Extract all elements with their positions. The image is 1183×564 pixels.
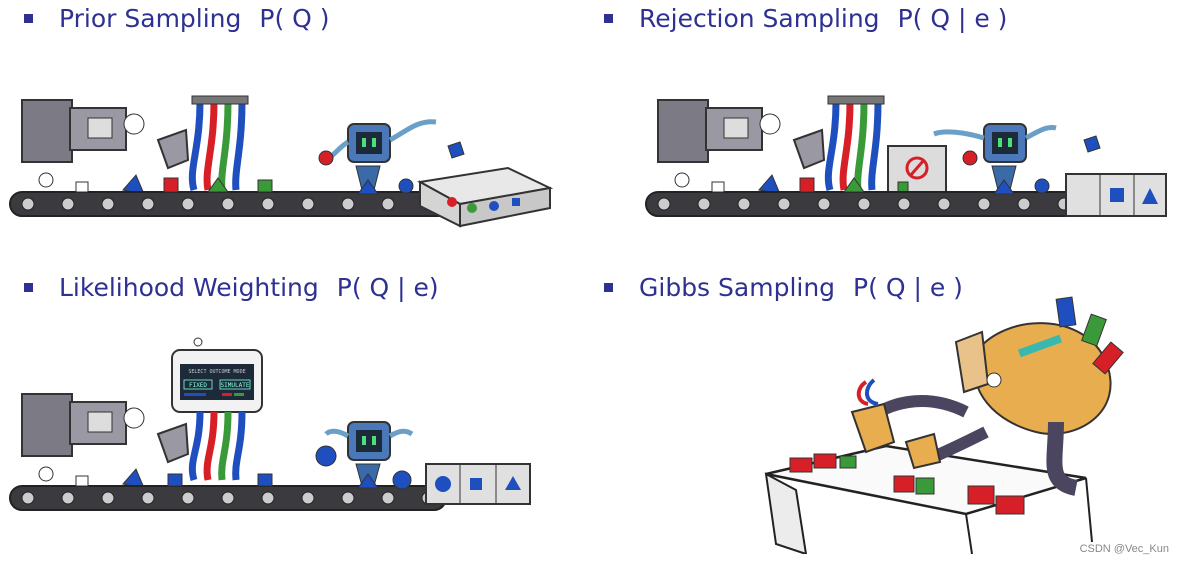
camera-machine: [21, 99, 145, 163]
robot-arm: [122, 128, 190, 195]
heading-formula: P( Q | e): [336, 273, 439, 302]
panel-title: SELECT OUTCOME MODE: [188, 369, 245, 375]
sorting-bin: [416, 166, 554, 228]
heading-label: Likelihood Weighting: [59, 273, 319, 302]
bullet-icon: [24, 14, 33, 23]
sorting-robot: [318, 119, 465, 191]
heading-label: Gibbs Sampling: [639, 273, 836, 302]
belt-items: [674, 172, 1050, 195]
heading-formula: P( Q ): [259, 4, 330, 33]
conveyor-belt: [9, 485, 447, 511]
sorting-bin: [425, 463, 531, 505]
conveyor-belt: [9, 191, 451, 217]
watermark: CSDN @Vec_Kun: [1079, 543, 1169, 555]
sorting-robot: [315, 421, 414, 487]
heading-prior-sampling: Prior Sampling P( Q ): [24, 4, 330, 33]
heading-label: Prior Sampling: [59, 4, 242, 33]
camera-machine: [21, 393, 145, 457]
sorting-robot: [933, 123, 1101, 191]
likelihood-weighting-illustration: SELECT OUTCOME MODE FIXED SIMULATE: [9, 337, 531, 511]
bullet-icon: [604, 14, 613, 23]
mode-simulate: SIMULATE: [221, 382, 250, 389]
pipes: [188, 411, 246, 482]
heading-rejection-sampling: Rejection Sampling P( Q | e ): [604, 4, 1007, 33]
belt-items: [38, 466, 412, 490]
robot-arm: [122, 422, 190, 489]
heading-formula: P( Q | e ): [897, 4, 1008, 33]
bullet-icon: [24, 283, 33, 292]
heading-label: Rejection Sampling: [639, 4, 880, 33]
sorting-bin: [1065, 173, 1167, 217]
reject-bin: [887, 145, 947, 193]
outcome-mode-panel: SELECT OUTCOME MODE FIXED SIMULATE: [171, 337, 263, 413]
heading-likelihood-weighting: Likelihood Weighting P( Q | e): [24, 273, 439, 302]
pipes: [188, 95, 249, 192]
heading-gibbs-sampling: Gibbs Sampling P( Q | e ): [604, 273, 963, 302]
gibbs-robot: [850, 296, 1124, 496]
camera-machine: [657, 99, 781, 163]
heading-formula: P( Q | e ): [853, 273, 963, 302]
prior-sampling-illustration: [9, 95, 554, 228]
gibbs-sampling-illustration: [764, 296, 1124, 554]
rejection-sampling-illustration: [645, 95, 1167, 217]
bullet-icon: [604, 283, 613, 292]
conveyor-belt: [645, 191, 1087, 217]
table-blocks: [789, 453, 1025, 515]
belt-items: [38, 172, 414, 195]
mode-fixed: FIXED: [189, 382, 207, 389]
pipes: [824, 95, 885, 192]
